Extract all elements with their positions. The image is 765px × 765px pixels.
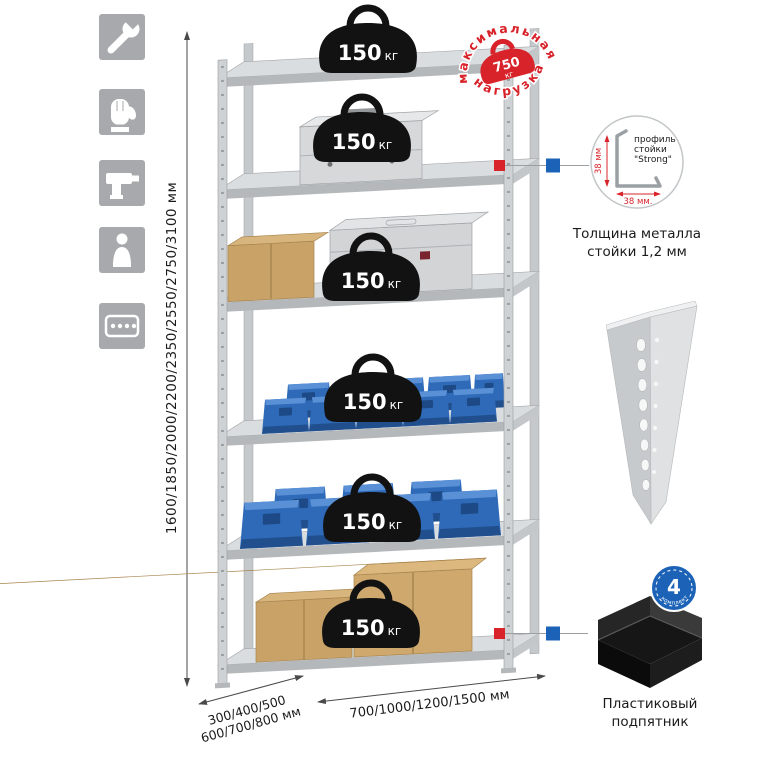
max-load-stamp: максимальная нагрузка 750 кг [441, 6, 563, 108]
profile-callout: 38 мм 38 мм. профиль стойки "Strong" Тол… [572, 115, 701, 260]
width-label: 700/1000/1200/1500 мм [349, 687, 511, 722]
height-dimension: 1600/1850/2000/2200/2350/2550/2750/3100 … [164, 31, 190, 687]
quantity-badge-value: 4 [667, 575, 681, 599]
connector-blue-marker-bottom [546, 626, 560, 641]
angle-post-holes [636, 337, 660, 491]
profile-dim-vertical: 38 мм [594, 148, 604, 174]
quantity-badge: 4 в комплекте [650, 564, 698, 612]
strong-profile-drawing [615, 129, 662, 188]
angle-post-image [605, 300, 698, 526]
callout-connectors [494, 158, 589, 641]
profile-label-line1: профиль [634, 135, 676, 145]
profile-label-line3: "Strong" [634, 155, 672, 165]
drill-icon [106, 173, 139, 199]
rear-left-post [243, 43, 254, 670]
profile-caption-line1: Толщина металла [572, 226, 701, 242]
height-dimension-label: 1600/1850/2000/2200/2350/2550/2750/3100 … [164, 182, 180, 534]
cardboard-box-shelf3 [226, 231, 330, 303]
connector-red-marker-top [494, 160, 505, 171]
foot-plate-right [501, 667, 516, 674]
stamp-weight-body [480, 48, 535, 84]
rear-right-post [529, 28, 540, 655]
shelving-rack [0, 28, 541, 689]
fasteners-icon-tile [99, 303, 145, 349]
connector-red-marker-bottom [494, 628, 505, 639]
person-icon-tile [99, 227, 145, 273]
foot-plate-left [215, 682, 230, 689]
width-dimension: 700/1000/1200/1500 мм [317, 673, 546, 722]
stamp-weight-handle [490, 38, 515, 55]
front-right-post [503, 44, 514, 671]
foot-caption-line2: подпятник [612, 714, 689, 730]
front-left-post [217, 59, 228, 686]
gloves-icon-tile [99, 89, 145, 135]
stamp-unit: кг [504, 69, 515, 80]
profile-dim-horizontal: 38 мм. [623, 197, 652, 207]
foot-caption-line1: Пластиковый [603, 696, 698, 712]
feature-icon-list [99, 14, 145, 349]
connector-blue-marker-top [546, 158, 560, 173]
gloves-icon [111, 99, 137, 132]
person-icon [113, 233, 131, 267]
stamp-value: 750 [492, 55, 522, 77]
wrench-icon [107, 14, 140, 54]
wrench-icon-tile [99, 14, 145, 60]
drill-icon-tile [99, 160, 145, 206]
profile-caption-line2: стойки 1,2 мм [587, 244, 687, 260]
depth-dimension: 300/400/500 600/700/800 мм [198, 675, 304, 745]
fasteners-icon [104, 314, 140, 338]
plastic-foot-image [597, 596, 703, 688]
profile-label-line2: стойки [634, 145, 667, 155]
